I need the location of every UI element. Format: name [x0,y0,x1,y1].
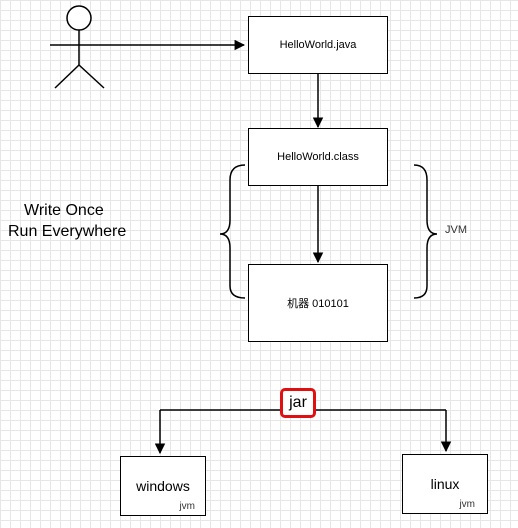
jar-package-label: jar [280,388,316,418]
motto-line-1: Write Once [24,202,104,219]
motto-line-2: Run Everywhere [8,223,127,240]
linux-target-node: linux jvm [402,454,488,514]
jvm-right-brace [413,164,438,299]
linux-label: linux [430,476,460,492]
class-file-node: HelloWorld.class [248,128,388,186]
jvm-label: JVM [445,224,467,236]
machine-code-node: 机器 010101 [248,264,388,342]
developer-actor-icon [50,5,108,89]
windows-jvm-label: jvm [179,501,195,512]
jvm-left-brace [219,164,246,299]
windows-target-node: windows jvm [120,456,206,516]
java-file-label: HelloWorld.java [279,39,357,51]
machine-code-label: 机器 010101 [287,298,349,310]
java-file-node: HelloWorld.java [248,16,388,74]
linux-jvm-label: jvm [459,499,475,510]
windows-label: windows [136,478,190,494]
class-file-label: HelloWorld.class [277,151,359,163]
jar-text: jar [289,394,307,411]
